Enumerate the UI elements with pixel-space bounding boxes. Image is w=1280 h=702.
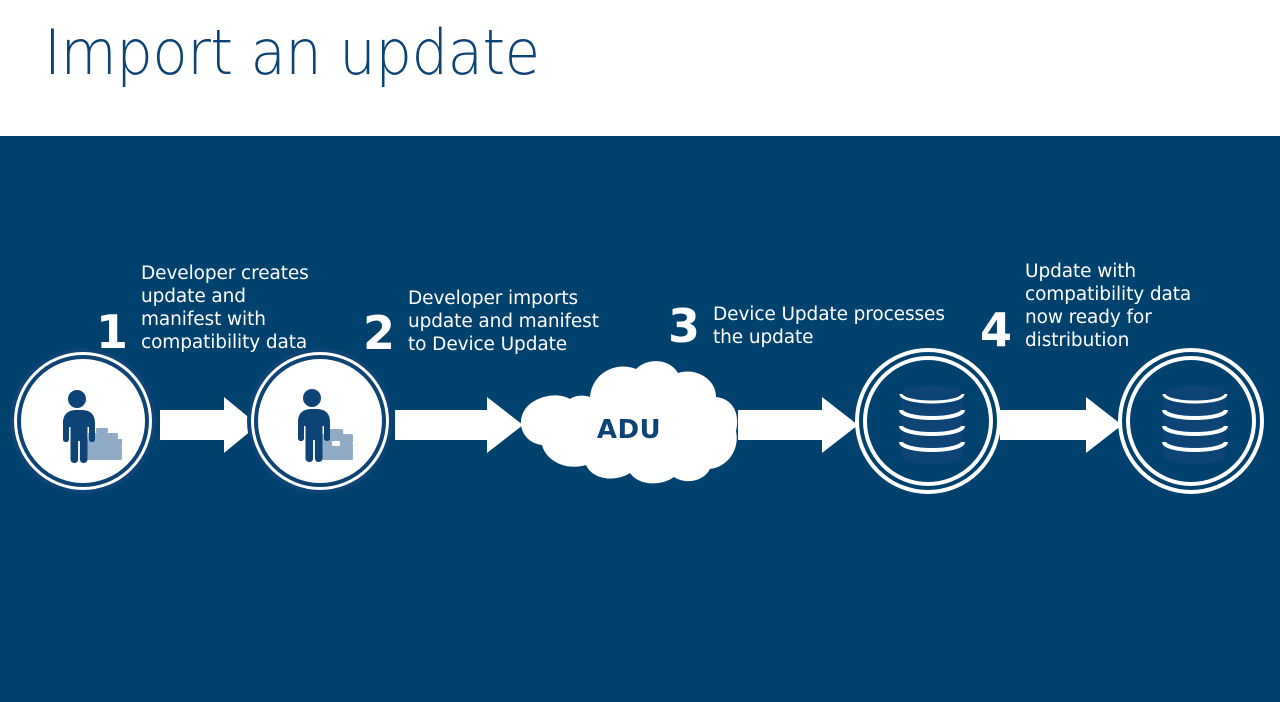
cloud-icon [520,361,738,484]
page-title: Import an update [44,16,540,89]
step-number-2: 2 [363,306,396,361]
step-number-4: 4 [980,302,1013,357]
arrow-step1-to-step2 [160,397,258,453]
step-caption-3: 3 Device Update processes the update [668,303,945,349]
person-with-briefcase-icon [14,352,160,498]
briefcase-shape [321,429,353,460]
arrow-step2-to-cloud [395,397,523,453]
cloud-label: ADU [596,415,662,445]
arrow-cloud-to-step3 [738,397,858,453]
step-caption-4: 4 Update with compatibility data now rea… [980,260,1191,353]
step-text-4: Update with compatibility data now ready… [1025,261,1192,352]
step-text-1: Developer creates update and manifest wi… [141,263,309,354]
database-icon [859,352,1005,498]
step-number-3: 3 [668,299,701,354]
person-shape [298,389,330,462]
person-shape [63,390,95,463]
step-node-3 [855,348,1001,494]
step-caption-2: 2 Developer imports update and manifest … [363,287,599,356]
step-number-1: 1 [96,304,129,359]
arrow-step3-to-step4 [1000,397,1122,453]
cloud-node: ADU [518,357,740,487]
step-node-2 [247,348,393,494]
step-text-3: Device Update processes the update [713,304,945,349]
step-text-2: Developer imports update and manifest to… [408,288,599,356]
step-node-1 [10,348,156,494]
title-area: Import an update [0,0,1280,136]
step-caption-1: 1 Developer creates update and manifest … [96,262,309,355]
person-with-briefcase-icon [251,352,397,498]
step-node-4 [1118,348,1264,494]
database-icon [1122,352,1268,498]
